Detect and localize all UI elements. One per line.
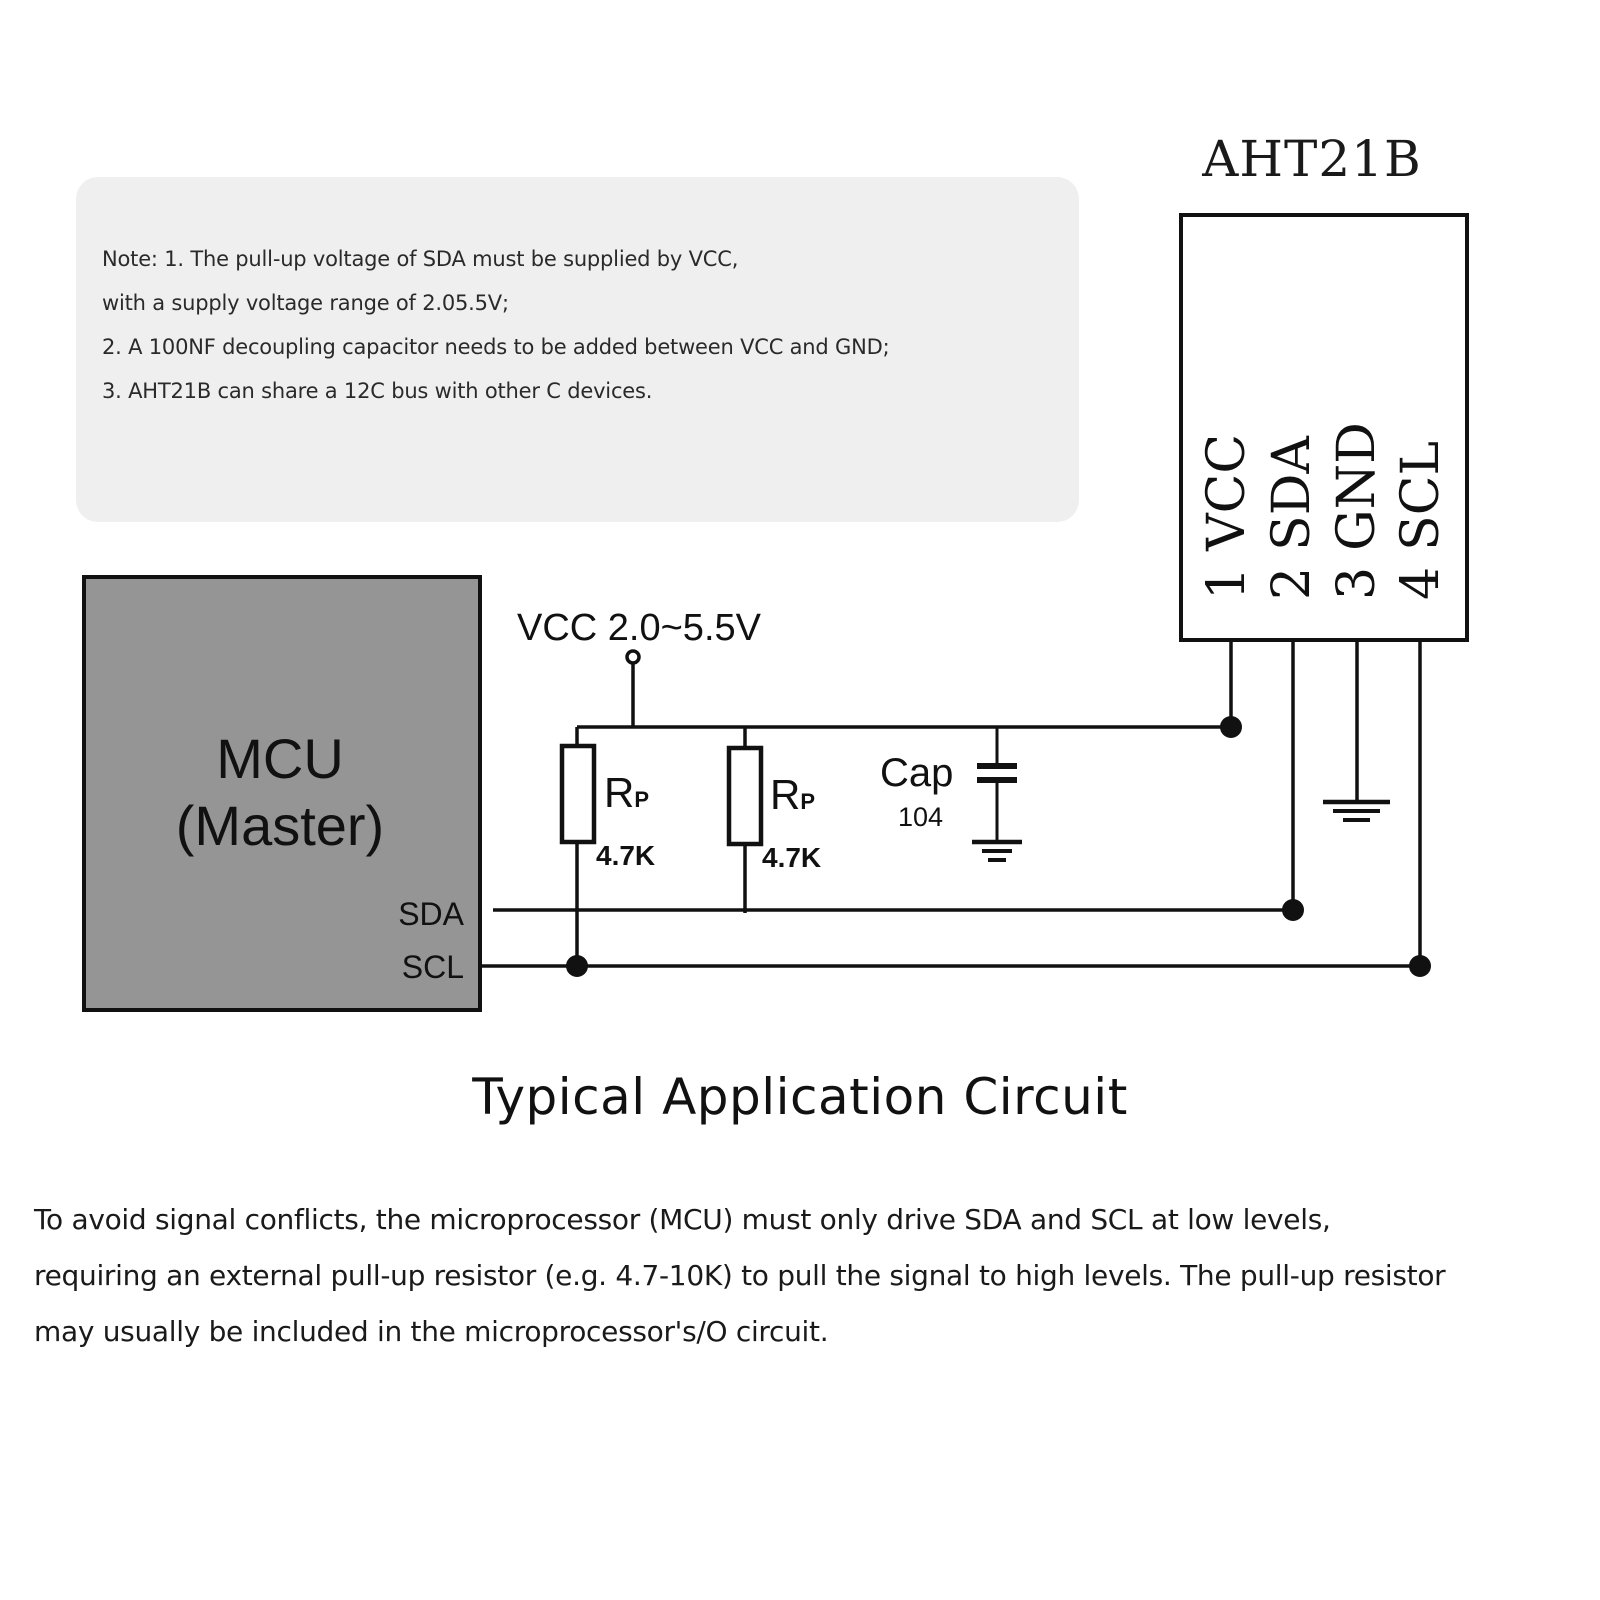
capacitor-value: 104 xyxy=(898,802,943,832)
pin-label-vcc: 1VCC xyxy=(1197,434,1257,600)
mcu-block xyxy=(82,575,482,1012)
note-line: Note: 1. The pull-up voltage of SDA must… xyxy=(102,247,739,271)
svg-text:1VCC: 1VCC xyxy=(1197,434,1257,600)
description-line: To avoid signal conflicts, the microproc… xyxy=(34,1203,1331,1236)
svg-text:4SCL: 4SCL xyxy=(1391,441,1451,600)
resistor-2-value: 4.7K xyxy=(762,842,821,873)
resistor-2-label: RP xyxy=(770,771,815,818)
mcu-sublabel: (Master) xyxy=(176,794,384,857)
pin-label-gnd: 3GND xyxy=(1327,422,1387,600)
sensor-chip-body xyxy=(1179,213,1469,642)
sensor-pin-labels: 1VCC 2SDA 3GND 4SCL xyxy=(1197,422,1451,600)
pin-label-sda: 2SDA xyxy=(1262,435,1322,600)
resistor-2-icon xyxy=(726,745,764,847)
note-line: 2. A 100NF decoupling capacitor needs to… xyxy=(102,335,890,359)
svg-text:3GND: 3GND xyxy=(1327,422,1387,600)
sensor-title: AHT21B xyxy=(1202,130,1422,188)
mcu-pin-sda: SDA xyxy=(398,896,464,932)
junction-dot-scl xyxy=(1409,955,1431,977)
note-box: Note: 1. The pull-up voltage of SDA must… xyxy=(76,177,1079,522)
junction-dot-sda xyxy=(1282,899,1304,921)
pin-label-scl: 4SCL xyxy=(1391,441,1451,600)
junction-dot-scl-resistor xyxy=(566,955,588,977)
circuit-diagram: 1VCC 2SDA 3GND 4SCL MCU (Master) SDA SCL… xyxy=(82,213,1469,1012)
ground-icon-cap xyxy=(972,839,1022,862)
resistor-1-icon xyxy=(559,743,597,845)
diagram-title: Typical Application Circuit xyxy=(472,1068,1128,1126)
capacitor-label: Cap xyxy=(880,751,953,795)
mcu-label: MCU xyxy=(216,727,344,790)
mcu-pin-scl: SCL xyxy=(402,949,464,985)
description: To avoid signal conflicts, the microproc… xyxy=(34,1192,1594,1360)
resistor-1-value: 4.7K xyxy=(596,840,655,871)
ground-icon-sensor xyxy=(1323,799,1390,822)
svg-text:2SDA: 2SDA xyxy=(1262,435,1322,600)
description-line: requiring an external pull-up resistor (… xyxy=(34,1259,1446,1292)
resistor-1-label: RP xyxy=(604,769,649,816)
note-line: with a supply voltage range of 2.05.5V; xyxy=(102,291,509,315)
note-text: Note: 1. The pull-up voltage of SDA must… xyxy=(102,237,890,413)
vcc-supply-label: VCC 2.0~5.5V xyxy=(517,607,762,649)
note-line: 3. AHT21B can share a 12C bus with other… xyxy=(102,379,653,403)
description-line: may usually be included in the microproc… xyxy=(34,1315,829,1348)
vcc-terminal-icon xyxy=(625,649,641,665)
junction-dot-vcc xyxy=(1220,716,1242,738)
